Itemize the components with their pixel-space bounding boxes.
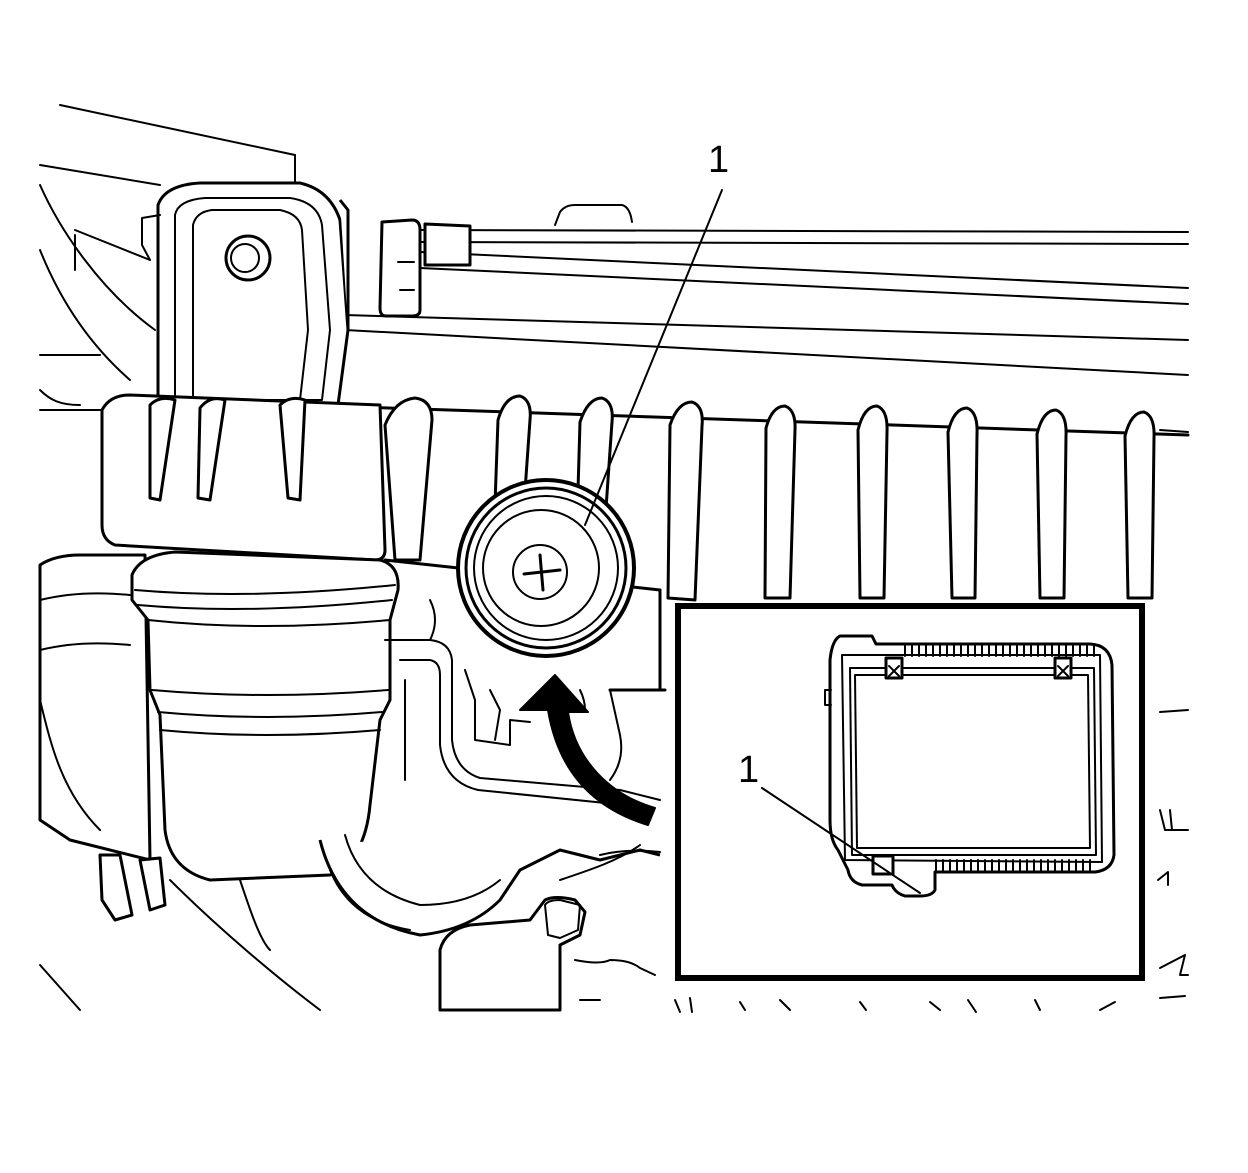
housing [384, 599, 661, 1012]
grommet-icon [456, 478, 636, 658]
mounting-bracket [100, 181, 387, 562]
background-structure [39, 104, 1189, 411]
arrow-icon [519, 674, 656, 826]
inset-teeth-top [904, 643, 1095, 657]
inset-teeth-bottom [935, 859, 1091, 873]
callout-label-inset: 1 [738, 749, 759, 791]
right-fragments [674, 709, 1189, 1013]
connector-icon [438, 896, 587, 1012]
callout-main: 1 [584, 139, 729, 526]
inset-detail: 1 [675, 603, 1145, 981]
air-duct [298, 394, 1190, 692]
intake-hose [38, 550, 661, 1011]
callout-label-main: 1 [708, 139, 729, 181]
